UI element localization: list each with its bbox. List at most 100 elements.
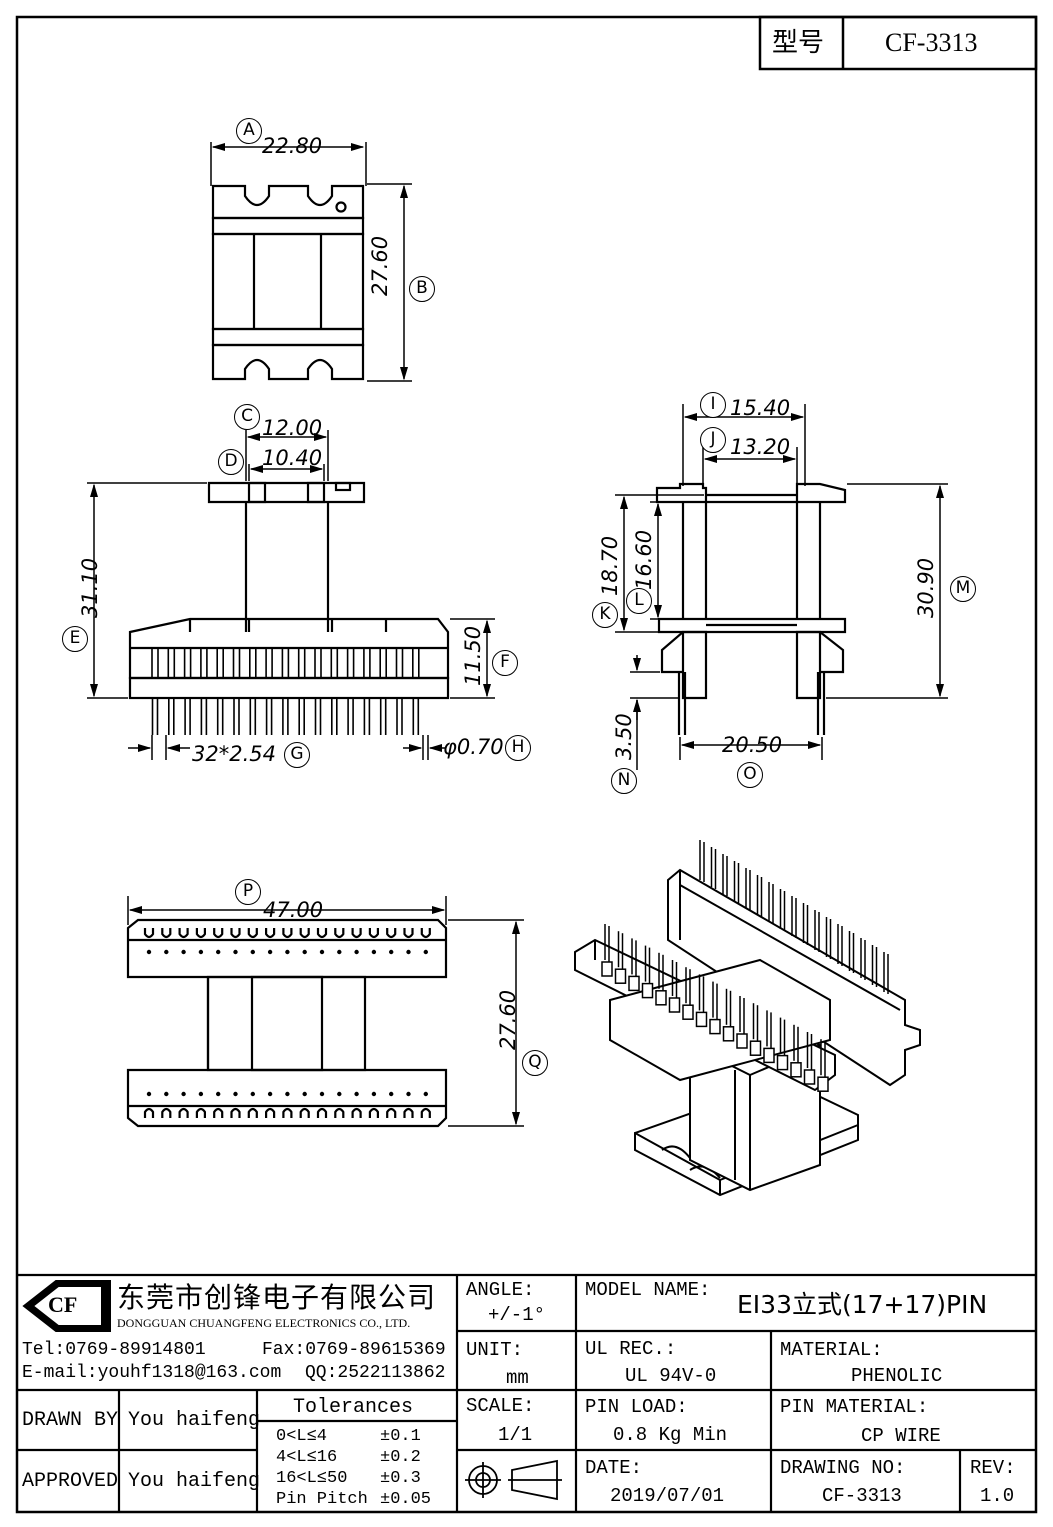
iso-pin-slot (736, 1033, 748, 1049)
pin-hole (337, 1091, 342, 1097)
pin-slot (167, 647, 176, 679)
dim-value-A: 22.80 (262, 134, 323, 158)
dim-value-I: 15.40 (730, 396, 791, 420)
top-view (211, 184, 365, 381)
approved-label: APPROVED (22, 1470, 119, 1493)
model-name-label: MODEL NAME: (585, 1279, 711, 1301)
label-D: D (218, 449, 244, 475)
iso-pin-slot (601, 961, 613, 977)
pin-slot (363, 647, 371, 679)
tol-range-3: 16<L≤50 (276, 1469, 348, 1488)
pin-material-value: CP WIRE (861, 1425, 941, 1447)
pin-hole (181, 949, 186, 955)
isometric-view (574, 868, 921, 1197)
dim-value-G: 32*2.54 (192, 742, 276, 766)
pin-slot (379, 647, 388, 679)
dim-value-H: φ0.70 (443, 735, 504, 759)
pin-hole (406, 1091, 411, 1097)
pin-hole (423, 1091, 428, 1097)
pin-hole (337, 949, 342, 955)
scale-value: 1/1 (498, 1424, 533, 1446)
pin-slot (265, 647, 273, 679)
iso-pin-slot (628, 975, 640, 992)
company-name-cn: 东莞市创锋电子有限公司 (117, 1281, 437, 1314)
isometric-pins (601, 840, 889, 1092)
pin-hole (233, 1091, 238, 1097)
pin-hole (267, 1091, 273, 1097)
label-C: C (234, 404, 260, 430)
pin-load-label: PIN LOAD: (585, 1396, 688, 1418)
iso-pin-slot (695, 1011, 708, 1028)
rev-label: REV: (970, 1457, 1016, 1479)
iso-pin-slot (709, 1018, 721, 1035)
pin-hole (406, 949, 411, 955)
iso-pin-slot (776, 1054, 789, 1071)
dim-value-N: 3.50 (612, 713, 636, 760)
pin-hole (302, 949, 307, 955)
drawing-no-label: DRAWING NO: (780, 1457, 906, 1479)
label-M: M (950, 576, 976, 602)
pin-hole (319, 949, 325, 955)
pin-hole (146, 949, 152, 955)
company-tel: Tel:0769-89914801 (22, 1340, 206, 1360)
drawn-by-label: DRAWN BY (22, 1409, 119, 1432)
pin-hole (250, 949, 255, 955)
date-value: 2019/07/01 (610, 1485, 725, 1507)
dim-value-E: 31.10 (78, 557, 102, 618)
pin-hole (285, 1091, 290, 1097)
tol-range-2: 4<L≤16 (276, 1448, 338, 1467)
pin-slot (395, 647, 404, 679)
angle-label: ANGLE: (466, 1279, 535, 1301)
model-name-value: EI33立式(17+17)PIN (737, 1290, 988, 1319)
bottom-view (126, 918, 448, 1128)
top-view-dims (210, 142, 412, 382)
iso-pin-slot (763, 1047, 775, 1064)
ul-rec-value: UL 94V-0 (625, 1365, 717, 1387)
company-fax: Fax:0769-89615369 (262, 1340, 446, 1360)
dim-value-O: 20.50 (722, 733, 783, 757)
pin-slot (330, 647, 339, 679)
side-view-dims (615, 404, 948, 770)
pin-slot (200, 647, 208, 679)
rev-value: 1.0 (980, 1485, 1015, 1507)
pin-hole (146, 1091, 152, 1097)
dim-value-F: 11.50 (461, 625, 485, 686)
label-J: J (700, 427, 726, 453)
pin-hole (389, 949, 394, 955)
iso-pin-slot (749, 1040, 762, 1056)
label-I: I (700, 392, 726, 418)
dim-value-D: 10.40 (262, 446, 323, 470)
iso-pin-slot (655, 990, 667, 1006)
label-K: K (592, 602, 618, 628)
label-F: F (492, 650, 518, 676)
company-qq: QQ:2522113862 (305, 1363, 446, 1383)
pin-hole (354, 949, 359, 955)
pin-hole (285, 949, 290, 955)
iso-pin-slot (803, 1069, 816, 1085)
pin-load-value: 0.8 Kg Min (613, 1424, 728, 1446)
unit-value: mm (506, 1367, 529, 1389)
label-E: E (62, 626, 88, 652)
company-email: E-mail:youhf1318@163.com (22, 1363, 282, 1383)
drawing-no-value: CF-3313 (822, 1485, 902, 1507)
label-L: L (626, 588, 652, 614)
iso-pin-slot (641, 982, 654, 999)
type-label: 型号 (772, 28, 825, 58)
pin-material-label: PIN MATERIAL: (780, 1396, 929, 1418)
label-G: G (284, 742, 310, 768)
label-P: P (235, 879, 261, 905)
pin-hole (389, 1091, 394, 1097)
bottom-view-holes (146, 949, 428, 1097)
dim-value-C: 12.00 (262, 416, 323, 440)
pin-slot (232, 647, 241, 679)
title-block-grid (17, 1273, 1036, 1512)
tol-range-4: Pin Pitch (276, 1490, 368, 1509)
pin-slot (281, 647, 290, 679)
dim-value-P: 47.00 (263, 898, 324, 922)
scale-label: SCALE: (466, 1395, 535, 1417)
front-pins (151, 647, 420, 735)
pin-hole (354, 1091, 359, 1097)
projection-symbol-icon (465, 1459, 562, 1501)
front-view-dims (87, 430, 495, 760)
